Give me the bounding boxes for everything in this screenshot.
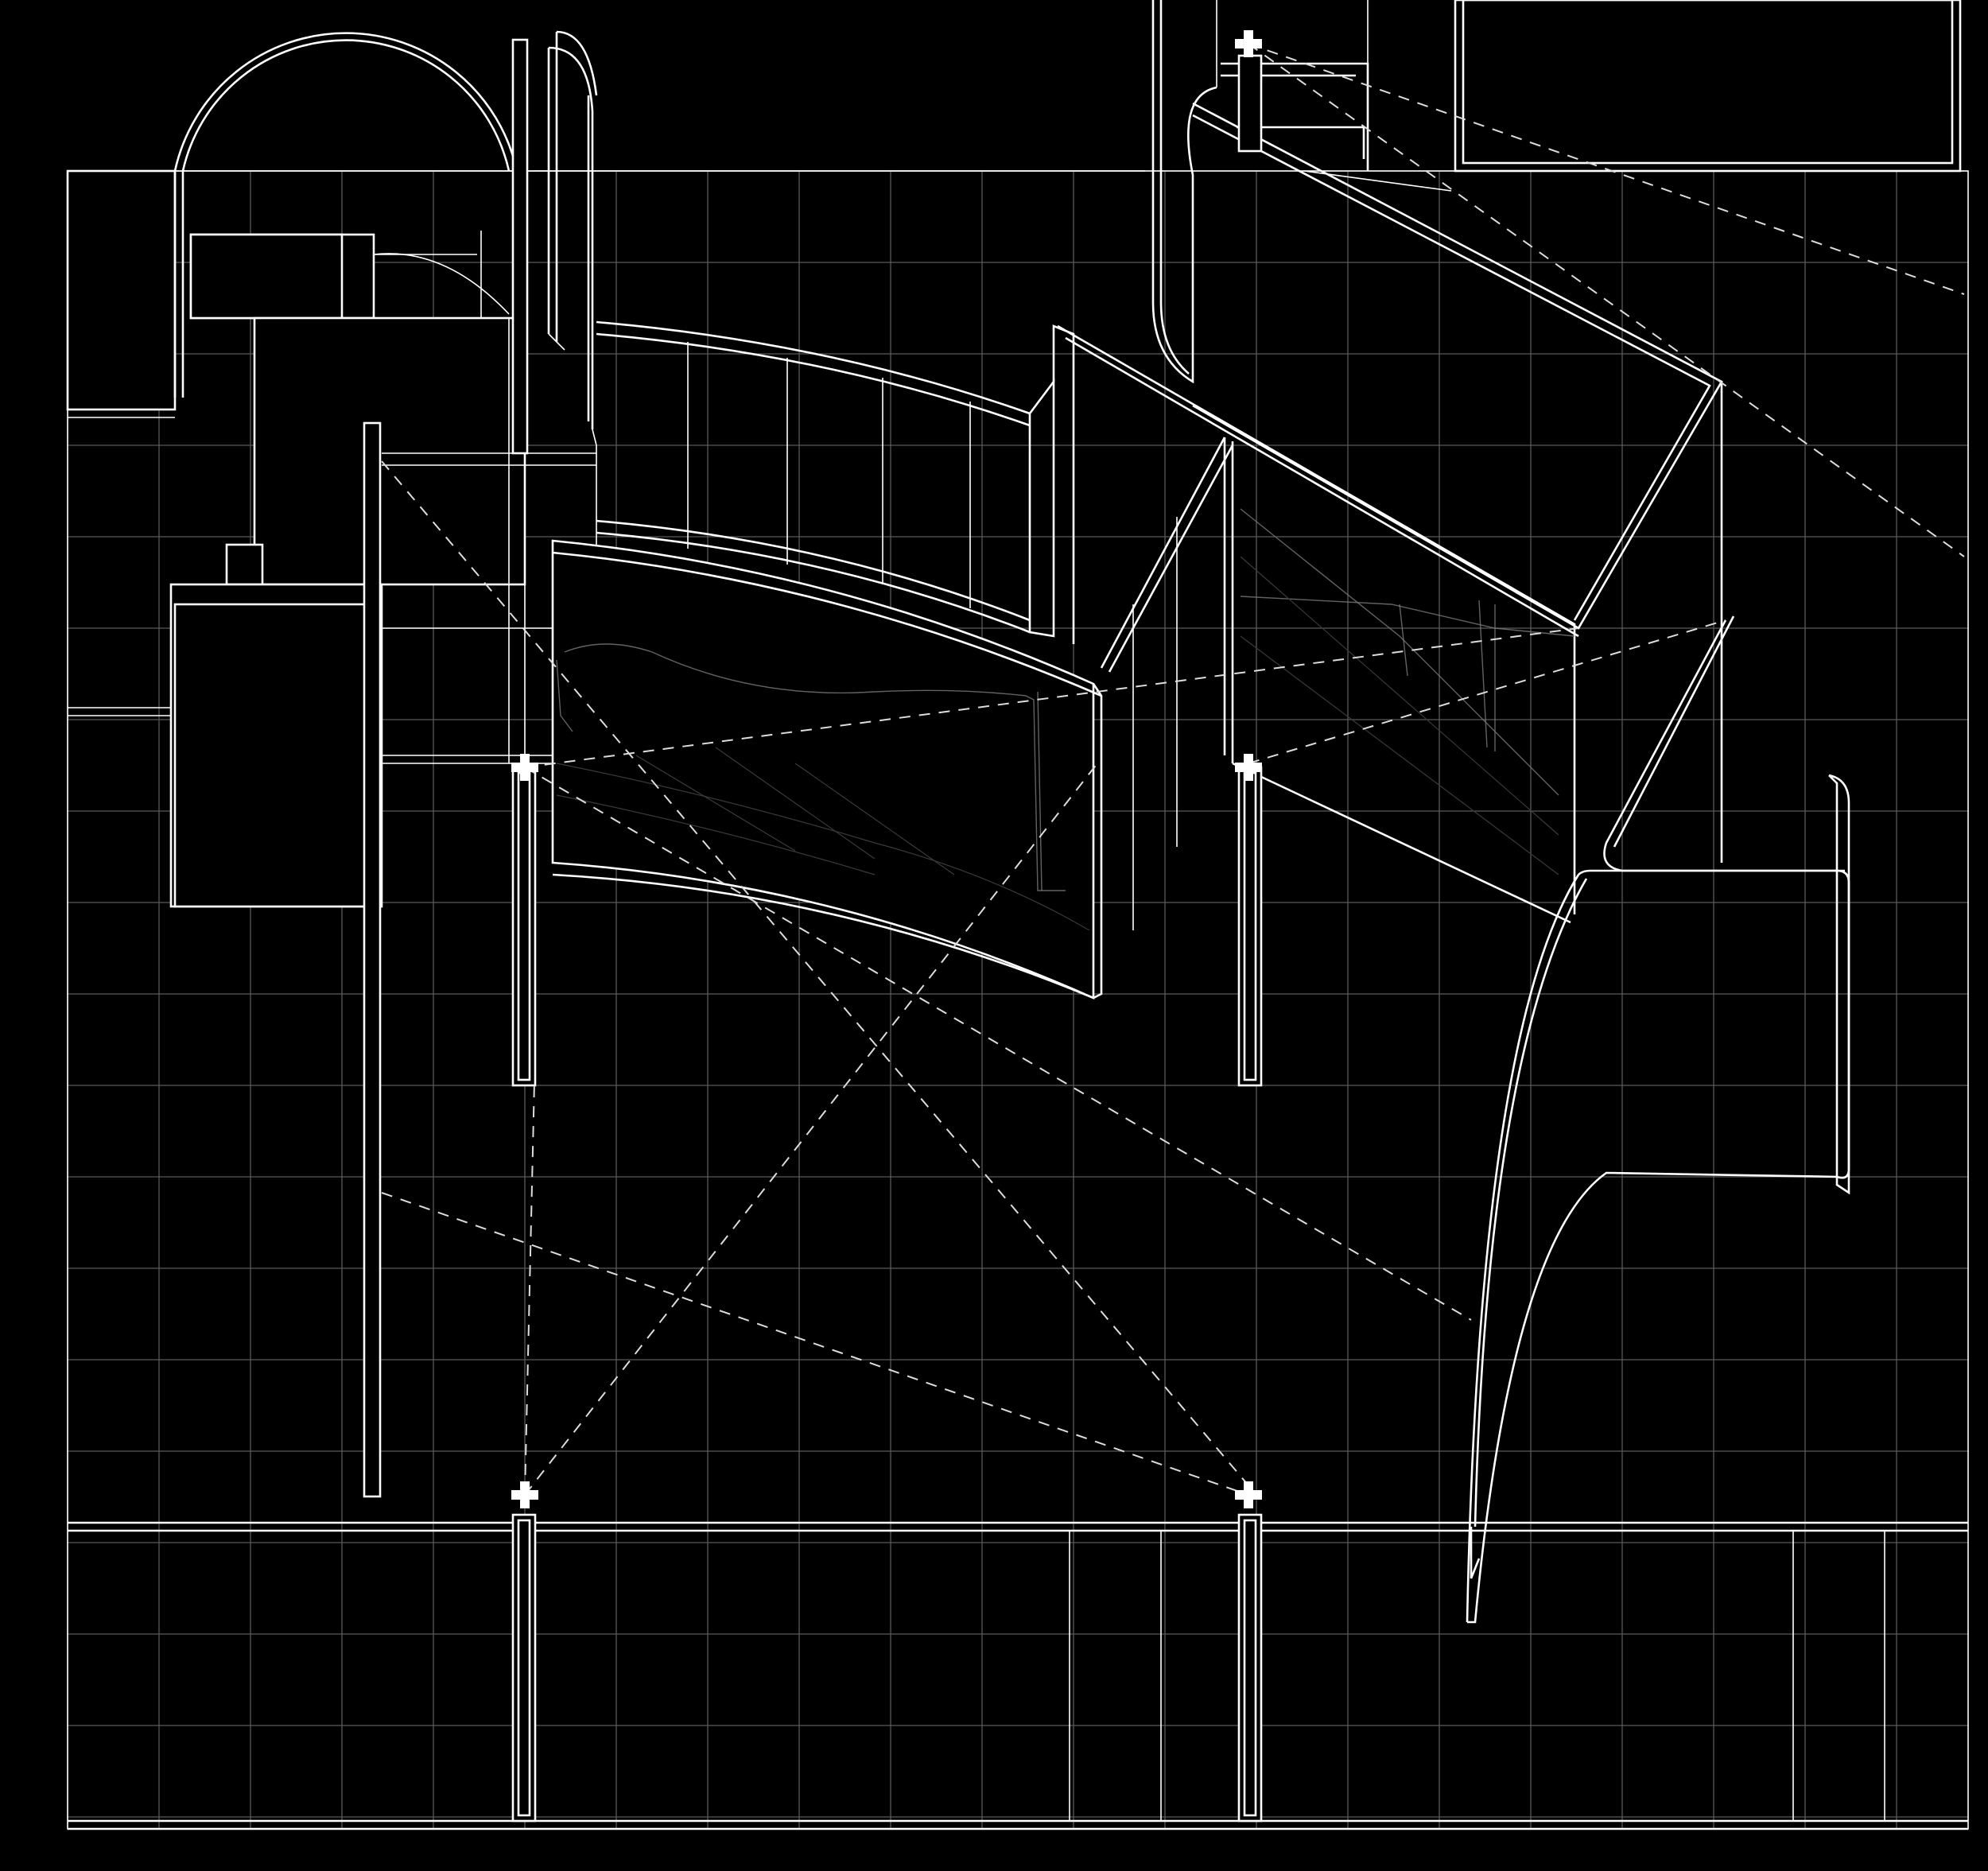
camera-cross-icon — [1235, 754, 1262, 781]
camera-markers — [511, 30, 1262, 1508]
curved-mirror-panel — [551, 539, 1103, 1000]
sweeping-wall — [1466, 615, 1850, 1624]
camera-cross-icon — [1235, 1481, 1262, 1508]
camera-cross-icon — [511, 1481, 538, 1508]
camera-cross-icon — [511, 754, 538, 781]
left-rooms — [66, 32, 1145, 1498]
camera-cross-icon — [1235, 30, 1262, 57]
arched-corridor — [511, 30, 598, 549]
sight-lines — [381, 43, 1965, 1496]
angled-wing — [1057, 0, 1723, 930]
columns — [511, 54, 1263, 1822]
